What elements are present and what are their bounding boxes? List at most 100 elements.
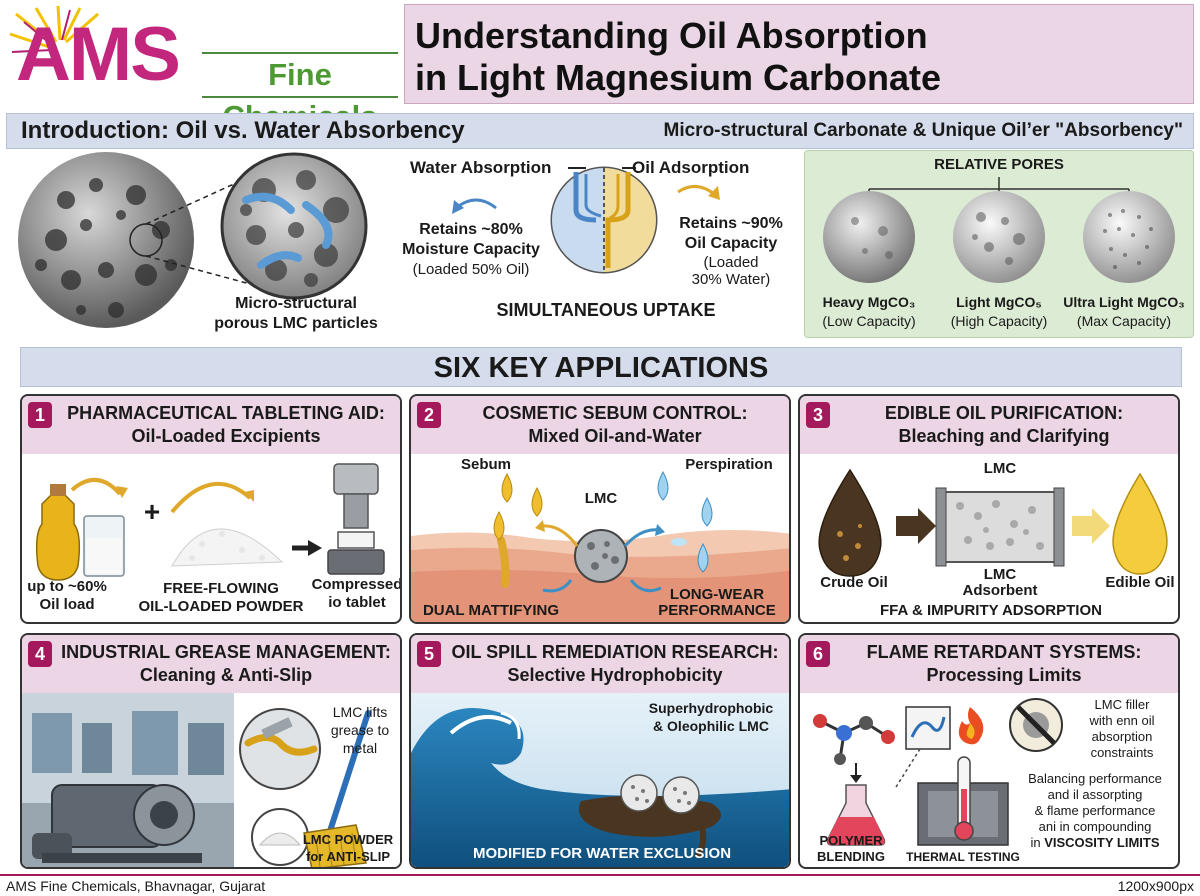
- footer: AMS Fine Chemicals, Bhavnagar, Gujarat 1…: [0, 874, 1200, 896]
- intro-subtitle: Micro-structural Carbonate & Unique Oil’…: [663, 120, 1184, 141]
- large-particle: [18, 152, 194, 328]
- long-wear-label-2: PERFORMANCE: [658, 602, 776, 619]
- powder-label-1: LMC POWDER: [302, 832, 394, 847]
- card-oil-spill: 5 OIL SPILL REMEDIATION RESEARCH: Select…: [409, 633, 791, 869]
- logo-fine-chemicals: Fine Chemicals: [202, 52, 398, 134]
- filler-label-3: absorption: [1091, 729, 1153, 744]
- header: AMS Fine Chemicals Understanding Oil Abs…: [0, 0, 1200, 134]
- card-body: LMC lifts grease to metal LMC POWDER for…: [22, 693, 400, 867]
- balancing-label-4: ani in compounding: [1038, 819, 1152, 834]
- adsorbent-label-1: LMC: [983, 566, 1017, 583]
- lmc-particle-icon: [574, 529, 628, 583]
- card-title: PHARMACEUTICAL TABLETING AID:: [67, 403, 385, 423]
- card-subtitle: Selective Hydrophobicity: [507, 665, 723, 685]
- plus-sign: +: [143, 496, 161, 527]
- card-subtitle: Mixed Oil-and-Water: [528, 426, 702, 446]
- sun-rays-icon: [9, 5, 99, 53]
- edible-oil-label: Edible Oil: [1105, 574, 1175, 591]
- flame-retardant-illustration: [813, 698, 1063, 846]
- card-header: 1 PHARMACEUTICAL TABLETING AID: Oil-Load…: [22, 396, 400, 454]
- card-body: LMC Crude Oil LMC Adsorbent Edible Oil F…: [800, 454, 1178, 622]
- card1-label-1b: Oil load: [39, 596, 95, 613]
- card-title: EDIBLE OIL PURIFICATION:: [884, 403, 1124, 423]
- pore-heavy-cap: (Low Capacity): [822, 313, 916, 329]
- long-wear-label-1: LONG-WEAR: [669, 586, 765, 603]
- broom-icon: [327, 710, 371, 834]
- super-label-2: & Oleophilic LMC: [653, 718, 769, 734]
- logo: AMS Fine Chemicals: [6, 4, 400, 134]
- card-header: 3 EDIBLE OIL PURIFICATION: Bleaching and…: [800, 396, 1178, 454]
- card-title: COSMETIC SEBUM CONTROL:: [482, 403, 748, 423]
- adsorbent-label-2: Adsorbent: [962, 582, 1038, 599]
- porous-particle-illustration: [18, 152, 368, 328]
- card1-label-2b: OIL-LOADED POWDER: [138, 598, 304, 615]
- super-label-1: Superhydrophobic: [648, 700, 774, 716]
- powder-pile-icon: [171, 528, 284, 567]
- balancing-label-2: and il assorpting: [1047, 787, 1143, 802]
- card-edible-oil: 3 EDIBLE OIL PURIFICATION: Bleaching and…: [798, 394, 1180, 624]
- card-number: 5: [417, 641, 441, 667]
- footer-location: AMS Fine Chemicals, Bhavnagar, Gujarat: [6, 878, 266, 894]
- filler-label-2: with enn oil: [1089, 713, 1155, 728]
- lifts-label-2: grease to: [330, 722, 390, 738]
- card-header: 5 OIL SPILL REMEDIATION RESEARCH: Select…: [411, 635, 789, 693]
- card-pharmaceutical: 1 PHARMACEUTICAL TABLETING AID: Oil-Load…: [20, 394, 402, 624]
- card-body: Sebum Perspiration LMC DUAL MATTIFYING L…: [411, 454, 789, 622]
- viscosity-prefix: in: [1030, 835, 1045, 850]
- water-retains-2: Moisture Capacity: [402, 241, 540, 258]
- balancing-label-1: Balancing performance: [1028, 771, 1162, 786]
- card-header: 4 INDUSTRIAL GREASE MANAGEMENT: Cleaning…: [22, 635, 400, 693]
- lifts-label-3: metal: [342, 740, 378, 756]
- card-title: OIL SPILL REMEDIATION RESEARCH:: [451, 642, 779, 662]
- oil-loaded-2: 30% Water): [691, 271, 771, 288]
- viscosity-limits: VISCOSITY LIMITS: [1044, 835, 1160, 850]
- molecule-icon: [813, 714, 895, 765]
- card-subtitle: Oil-Loaded Excipients: [131, 426, 321, 446]
- oil-retains-1: Retains ~90%: [679, 215, 783, 232]
- card-header: 2 COSMETIC SEBUM CONTROL: Mixed Oil-and-…: [411, 396, 789, 454]
- ocean-illustration: [411, 693, 789, 867]
- lmc-top-label: LMC: [983, 460, 1017, 477]
- pore-light-name: Light MgCO₅: [956, 294, 1042, 310]
- tableting-illustration: [35, 463, 385, 581]
- lifts-label-1: LMC lifts: [332, 704, 388, 720]
- machine-motor-icon: [32, 784, 202, 863]
- card-flame-retardant: 6 FLAME RETARDANT SYSTEMS: Processing Li…: [798, 633, 1180, 869]
- card-title: INDUSTRIAL GREASE MANAGEMENT:: [61, 642, 391, 662]
- filler-label-1: LMC filler: [1094, 697, 1150, 712]
- card1-label-2a: FREE-FLOWING: [163, 580, 279, 597]
- heavy-sphere: [823, 191, 915, 283]
- oil-bottle-icon: [35, 493, 81, 581]
- water-absorption-label: Water Absorption: [410, 158, 552, 177]
- card-number: 1: [28, 402, 52, 428]
- card-cosmetic: 2 COSMETIC SEBUM CONTROL: Mixed Oil-and-…: [409, 394, 791, 624]
- title-box: Understanding Oil Absorption in Light Ma…: [404, 4, 1194, 104]
- sebum-label: Sebum: [460, 456, 511, 473]
- footer-dimensions: 1200x900px: [1117, 878, 1194, 894]
- card-subtitle: Bleaching and Clarifying: [898, 426, 1110, 446]
- card1-label-1a: up to ~60%: [27, 578, 107, 595]
- ultra-light-sphere: [1083, 191, 1175, 283]
- crude-oil-drop-icon: [818, 468, 882, 577]
- pores-spheres: [823, 177, 1175, 283]
- pore-light-cap: (High Capacity): [950, 313, 1048, 329]
- card-subtitle: Processing Limits: [926, 665, 1082, 685]
- dual-mattifying-label: DUAL MATTIFYING: [422, 602, 560, 619]
- card-title: FLAME RETARDANT SYSTEMS:: [866, 642, 1142, 662]
- grease-lift-circle: [239, 708, 321, 790]
- card1-label-3a: Compressed: [311, 576, 402, 593]
- uptake-panel: Water Absorption Oil Adsorption Retains …: [396, 150, 798, 340]
- particles-caption-2: porous LMC particles: [214, 315, 378, 332]
- powder-label-2: for ANTI-SLIP: [305, 849, 390, 864]
- uptake-diagram: [452, 166, 720, 274]
- intro-title: Introduction: Oil vs. Water Absorbency: [21, 117, 465, 144]
- simultaneous-uptake-label: SIMULTANEOUS UPTAKE: [496, 300, 716, 320]
- thermal-testing-label: THERMAL TESTING: [906, 850, 1020, 864]
- light-sphere: [953, 191, 1045, 283]
- apps-title: SIX KEY APPLICATIONS: [20, 347, 1182, 387]
- sebum-drop-icon: [501, 472, 513, 503]
- oil-loaded-1: (Loaded: [703, 254, 759, 271]
- water-retains-1: Retains ~80%: [419, 221, 523, 238]
- card-body: up to ~60% Oil load FREE-FLOWING OIL-LOA…: [22, 454, 400, 622]
- polymer-label-2: BLENDING: [817, 849, 885, 864]
